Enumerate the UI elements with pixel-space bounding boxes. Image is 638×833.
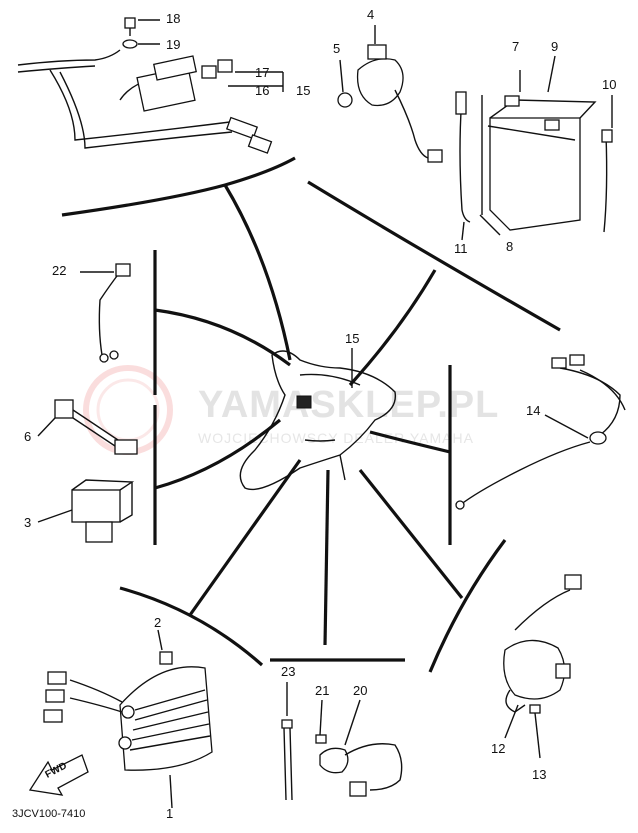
central-frame xyxy=(239,350,397,491)
sub-wire-lead xyxy=(37,399,138,455)
wire-lead xyxy=(80,263,131,363)
fuse-box xyxy=(136,55,284,112)
watermark-title: YAMASKLEP.PL xyxy=(198,384,500,426)
part-label-13: 13 xyxy=(532,767,547,782)
part-label-6: 6 xyxy=(24,429,32,444)
part-label-11: 11 xyxy=(454,241,468,256)
group-frames xyxy=(61,156,561,673)
part-label-18: 18 xyxy=(166,11,181,26)
part-label-16: 16 xyxy=(255,83,270,98)
part-label-21: 21 xyxy=(315,683,330,698)
part-label-4: 4 xyxy=(367,7,375,22)
cable-tie-and-switch xyxy=(281,682,403,801)
diagram-code: 3JCV100-7410 xyxy=(12,808,86,820)
pickup-coil xyxy=(337,25,443,163)
part-label-10: 10 xyxy=(602,77,617,92)
main-switch xyxy=(503,574,582,759)
battery xyxy=(455,55,613,241)
relay xyxy=(37,479,135,543)
connector-spokes xyxy=(154,184,464,646)
part-label-12: 12 xyxy=(491,741,506,756)
sensor-lead xyxy=(455,354,626,510)
part-label-2: 2 xyxy=(154,615,162,630)
fwd-arrow-icon xyxy=(28,754,89,796)
part-label-1: 1 xyxy=(166,806,174,821)
part-label-17: 17 xyxy=(255,65,270,80)
wire-harness xyxy=(17,49,273,154)
rectifier-regulator xyxy=(43,629,213,809)
part-label-23: 23 xyxy=(281,664,296,679)
part-label-15-fuse: 15 xyxy=(296,83,311,98)
part-label-20: 20 xyxy=(353,683,368,698)
part-label-19: 19 xyxy=(166,37,181,52)
part-label-3: 3 xyxy=(24,515,32,530)
part-label-15-centre: 15 xyxy=(345,331,360,346)
part-label-5: 5 xyxy=(333,41,341,56)
part-label-8: 8 xyxy=(506,239,514,254)
part-label-14: 14 xyxy=(526,403,541,418)
part-label-9: 9 xyxy=(551,39,559,54)
part-label-7: 7 xyxy=(512,39,520,54)
screw-washer xyxy=(122,17,160,49)
part-label-22: 22 xyxy=(52,263,67,278)
